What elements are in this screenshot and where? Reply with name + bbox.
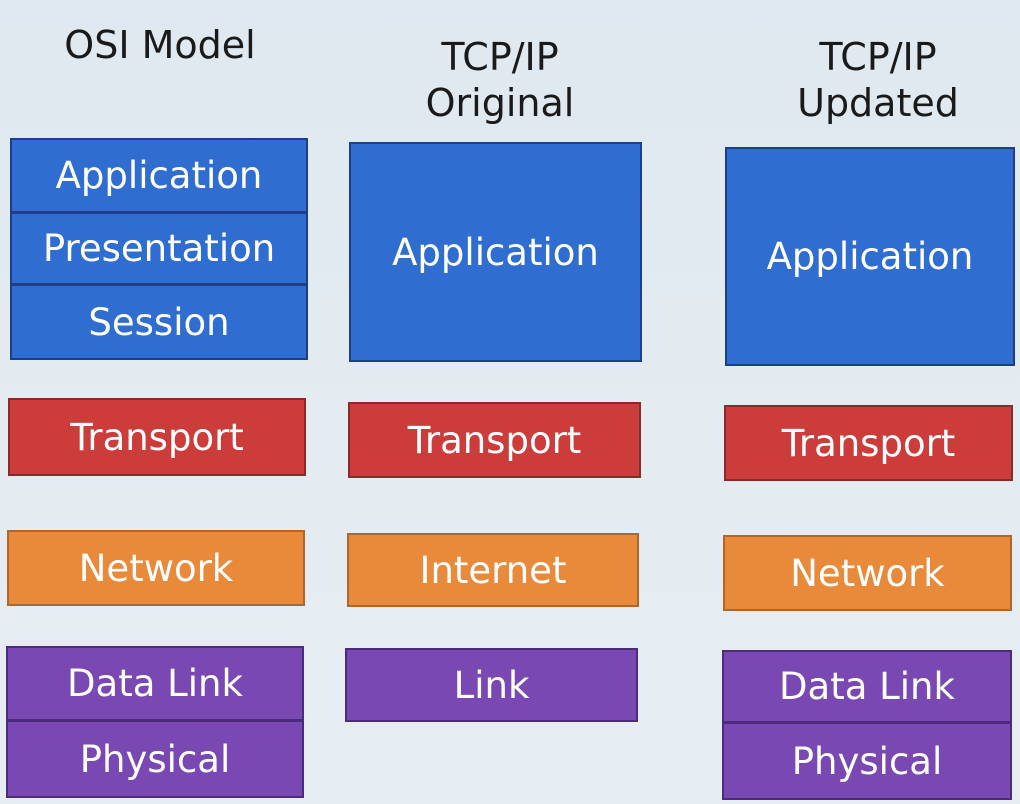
tcpip-original-link-layer: Link xyxy=(345,648,638,722)
tcpip-updated-data-link-layer: Data Link xyxy=(722,650,1012,724)
osi-model-heading: OSI Model xyxy=(64,23,256,67)
osi-presentation-layer: Presentation xyxy=(10,212,308,286)
osi-network-layer: Network xyxy=(7,530,305,606)
tcpip-original-internet-layer: Internet xyxy=(347,533,639,607)
osi-physical-layer: Physical xyxy=(6,720,304,798)
tcpip-updated-physical-layer: Physical xyxy=(722,722,1012,800)
tcpip-original-transport-layer: Transport xyxy=(348,402,641,478)
tcpip-original-application-layer: Application xyxy=(349,142,642,362)
osi-application-layer: Application xyxy=(10,138,308,214)
tcpip-updated-network-layer: Network xyxy=(723,535,1012,611)
osi-session-layer: Session xyxy=(10,284,308,360)
tcpip-updated-heading: TCP/IP Updated xyxy=(797,35,959,125)
tcpip-updated-transport-layer: Transport xyxy=(724,405,1013,481)
osi-data-link-layer: Data Link xyxy=(6,646,304,722)
osi-transport-layer: Transport xyxy=(8,398,306,476)
tcpip-original-heading: TCP/IP Original xyxy=(425,35,575,125)
tcpip-updated-application-layer: Application xyxy=(725,147,1015,366)
